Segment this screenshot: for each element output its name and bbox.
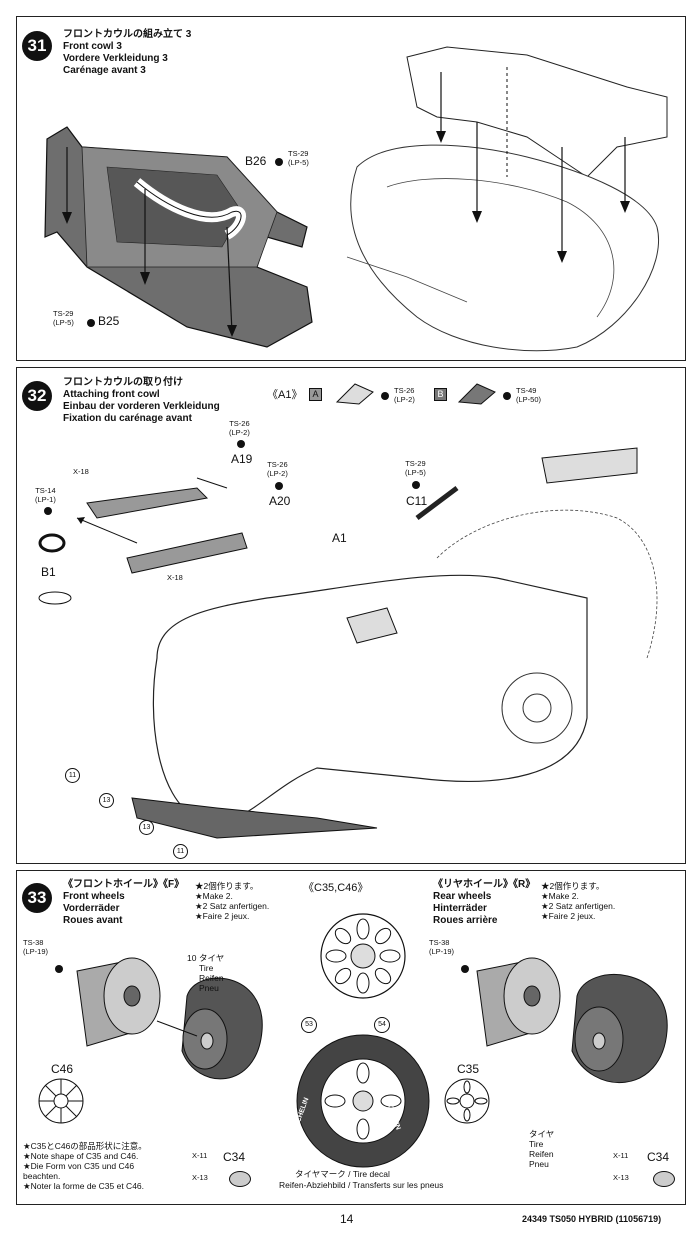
nut-c34-icon: [229, 1171, 251, 1187]
screw-x13-front: X-13: [192, 1173, 208, 1182]
step-32-panel: 32 フロントカウルの取り付け Attaching front cowl Ein…: [16, 367, 686, 864]
paint-dot-b25: [87, 319, 95, 327]
legend-b-paint: TS-49(LP-50): [516, 386, 542, 404]
part-c11-label: C11: [406, 494, 428, 508]
paint-dot-b: [503, 392, 511, 400]
a1-part-dark-icon: [457, 383, 496, 405]
step-number: 31: [22, 31, 52, 61]
decal-caption-1: タイヤマーク / Tire decal: [295, 1169, 390, 1179]
paint-b26: TS-29(LP-5): [288, 149, 309, 167]
rear-wheel-assembly: [476, 957, 668, 1083]
front-wheels-header: 《フロントホイール》《F》: [63, 879, 185, 890]
product-code: 24349 TS050 HYBRID (11056719): [522, 1214, 662, 1224]
rear-wheels-header: 《リヤホイール》《R》: [433, 879, 536, 890]
front-wheels-de: Vorderräder: [63, 903, 120, 914]
paint-b1: TS-14(LP-1): [35, 486, 56, 504]
center-wheel-illustration: [320, 913, 406, 999]
part-b25-label: B25: [98, 314, 120, 328]
step-title-en: Attaching front cowl: [63, 389, 160, 400]
paint-ts38-front: TS-38(LP-19): [23, 938, 49, 956]
front-wheel-assembly: [76, 957, 263, 1080]
page-number: 14: [340, 1212, 354, 1226]
part-a20-label: A20: [269, 494, 291, 508]
tire-mark-front: 10: [187, 953, 197, 963]
paint-a20: TS-26(LP-2): [267, 460, 288, 478]
front-make2: ★2個作ります。★Make 2.★2 Satz anfertigen.★Fair…: [195, 881, 270, 921]
marker-11-a: 11: [65, 768, 80, 783]
vent-parts-illustration: [38, 477, 248, 605]
step-title-de: Vordere Verkleidung 3: [63, 53, 168, 64]
rear-wheels-en: Rear wheels: [433, 891, 492, 902]
step-title-fr: Carénage avant 3: [63, 65, 146, 76]
rear-wheels-de: Hinterräder: [433, 903, 487, 914]
paint-dot-a20: [275, 482, 283, 490]
car-body-illustration: [131, 447, 658, 839]
legend-a-box: A: [309, 388, 322, 401]
screw-x18-bottom: X-18: [167, 573, 183, 582]
paint-a19: TS-26(LP-2): [229, 419, 250, 437]
step-title-fr: Fixation du carénage avant: [63, 413, 192, 424]
nut-c34-rear-icon: [653, 1171, 675, 1187]
part-c35-label: C35: [457, 1062, 480, 1076]
center-header: 《C35,C46》: [303, 882, 369, 894]
step-title-jp: フロントカウルの取り付け: [63, 377, 183, 388]
part-a19-label: A19: [231, 452, 253, 466]
rear-wheels-fr: Roues arrière: [433, 915, 498, 926]
c46-wheel-face-icon: [38, 1078, 84, 1124]
a1-part-light-icon: [335, 383, 374, 405]
step-title-de: Einbau der vorderen Verkleidung: [63, 401, 220, 412]
paint-dot-b26: [275, 158, 283, 166]
legend-b-box: B: [434, 388, 447, 401]
decal-tire-illustration: [296, 1034, 430, 1168]
part-c34-label: C34: [223, 1150, 246, 1164]
paint-dot-b1: [44, 507, 52, 515]
rear-make2: ★2個作ります。★Make 2.★2 Satz anfertigen.★Fair…: [541, 881, 616, 921]
legend-a-paint: TS-26(LP-2): [394, 386, 415, 404]
marker-13-a: 13: [99, 793, 114, 808]
part-c34-rear-label: C34: [647, 1150, 670, 1164]
step-number: 32: [22, 381, 52, 411]
marker-11-b: 11: [173, 844, 188, 859]
step-33-panel: 33 《フロントホイール》《F》 Front wheels Vorderräde…: [16, 870, 686, 1205]
paint-dot-ts38-front: [55, 965, 63, 973]
paint-dot-a19: [237, 440, 245, 448]
front-wheels-en: Front wheels: [63, 891, 125, 902]
paint-c11: TS-29(LP-5): [405, 459, 426, 477]
decal-53-marker: 53: [301, 1017, 317, 1033]
part-c46-label: C46: [51, 1062, 74, 1076]
front-wheels-fr: Roues avant: [63, 915, 123, 926]
part-b1-label: B1: [41, 565, 56, 579]
step-title-jp: フロントカウルの組み立て 3: [63, 29, 192, 40]
part-a1-label: A1: [332, 531, 347, 545]
c35-wheel-face-icon: [444, 1078, 490, 1124]
paint-dot-a: [381, 392, 389, 400]
marker-13-b: 13: [139, 820, 154, 835]
screw-x13-rear: X-13: [613, 1173, 629, 1182]
paint-b25: TS-29(LP-5): [53, 309, 74, 327]
paint-ts38-rear: TS-38(LP-19): [429, 938, 455, 956]
front-cowl-illustration: [346, 46, 668, 352]
paint-dot-c11: [412, 481, 420, 489]
shape-note: ★C35とC46の部品形状に注意。★Note shape of C35 and …: [23, 1141, 147, 1191]
decal-54-marker: 54: [374, 1017, 390, 1033]
decal-caption-2: Reifen-Abziehbild / Transferts sur les p…: [279, 1180, 444, 1190]
step-title-en: Front cowl 3: [63, 41, 122, 52]
paint-dot-ts38-rear: [461, 965, 469, 973]
undertray-illustration: [44, 126, 313, 348]
screw-x11-front: X-11: [192, 1151, 208, 1160]
screw-x11-rear: X-11: [613, 1151, 629, 1160]
screw-x18-top: X-18: [73, 467, 89, 476]
step-31-panel: 31 フロントカウルの組み立て 3 Front cowl 3 Vordere V…: [16, 16, 686, 361]
a1-header: 《A1》: [267, 389, 303, 401]
part-b26-label: B26: [245, 154, 267, 168]
step-number: 33: [22, 883, 52, 913]
